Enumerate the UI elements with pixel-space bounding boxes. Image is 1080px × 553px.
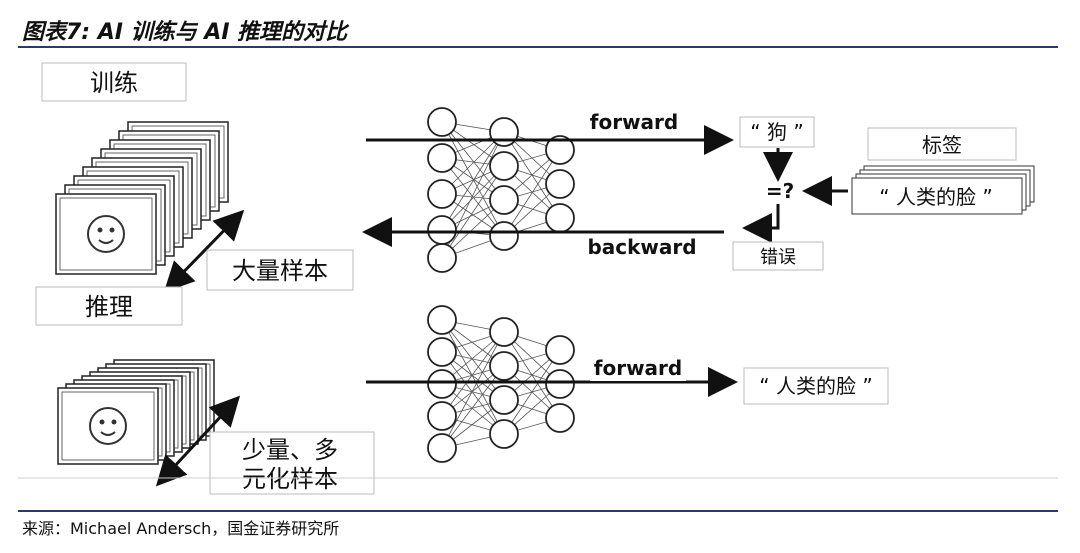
inference-nn-node	[489, 385, 519, 415]
inference-nn-node	[545, 369, 575, 399]
training-backward-label: backward	[587, 235, 696, 259]
training-output-box: “ 狗 ”	[739, 116, 815, 148]
ground-truth-stack: “ 人类的脸 ”	[851, 165, 1035, 215]
training-nn-node	[427, 179, 457, 209]
training-nn-node	[489, 151, 519, 181]
inference-forward-box: forward	[590, 355, 686, 381]
training-backward-box: backward	[587, 235, 697, 261]
training-sample-face-icon	[87, 215, 125, 253]
compare-symbol: =?	[766, 179, 794, 203]
inference-nn-node	[427, 305, 457, 335]
inference-nn-node	[489, 351, 519, 381]
training-nn-node	[489, 185, 519, 215]
training-neural-network	[427, 107, 575, 273]
inference-samples-box: 少量、多 元化样本	[209, 431, 375, 495]
inference-nn-node	[545, 403, 575, 433]
ground-truth-label-box: 标签	[867, 127, 1017, 161]
inference-sample-face-icon	[89, 407, 127, 445]
training-size-arrow	[163, 209, 245, 293]
training-nn-node	[545, 135, 575, 165]
training-nn-node	[427, 215, 457, 245]
training-nn-node	[545, 203, 575, 233]
inference-samples-line2: 元化样本	[242, 465, 338, 493]
figure-title: 图表7: AI 训练与 AI 推理的对比	[22, 20, 348, 45]
training-nn-node	[489, 221, 519, 251]
source-rule	[18, 510, 1058, 512]
training-nn-node	[489, 117, 519, 147]
training-output: “ 狗 ”	[750, 120, 803, 144]
training-forward-box: forward	[586, 108, 682, 135]
compare-to-error-arrow	[742, 204, 780, 243]
inference-label-box: 推理	[35, 286, 183, 326]
training-forward-label: forward	[590, 110, 678, 134]
inference-nn-node	[427, 401, 457, 431]
source-note: 来源：Michael Andersch，国金证券研究所	[22, 519, 340, 538]
inference-nn-node	[427, 433, 457, 463]
training-samples-label: 大量样本	[232, 257, 328, 285]
error-label: 错误	[760, 247, 796, 268]
ground-truth-value: “ 人类的脸 ”	[879, 185, 992, 209]
inference-label: 推理	[85, 293, 133, 321]
inference-nn-node	[427, 369, 457, 399]
inference-nn-node	[545, 335, 575, 365]
inference-nn-node	[489, 317, 519, 347]
training-samples-box: 大量样本	[206, 249, 354, 291]
inference-output: “ 人类的脸 ”	[759, 374, 872, 398]
training-label: 训练	[90, 69, 138, 97]
inference-nn-node	[427, 337, 457, 367]
inference-samples-line1: 少量、多	[242, 436, 338, 464]
inference-size-arrow	[155, 395, 241, 487]
title-rule	[18, 46, 1058, 48]
training-nn-node	[427, 143, 457, 173]
inference-forward-label: forward	[594, 356, 682, 380]
training-nn-node	[427, 243, 457, 273]
ground-truth-label: 标签	[922, 133, 962, 157]
error-box: 错误	[732, 241, 824, 271]
inference-nn-node	[489, 419, 519, 449]
inference-neural-network	[427, 305, 575, 463]
training-nn-node	[545, 169, 575, 199]
training-sample-frame	[55, 193, 157, 275]
inference-sample-frame	[57, 387, 159, 465]
training-nn-node	[427, 107, 457, 137]
inference-output-box: “ 人类的脸 ”	[743, 367, 889, 405]
training-label-box: 训练	[41, 62, 187, 102]
